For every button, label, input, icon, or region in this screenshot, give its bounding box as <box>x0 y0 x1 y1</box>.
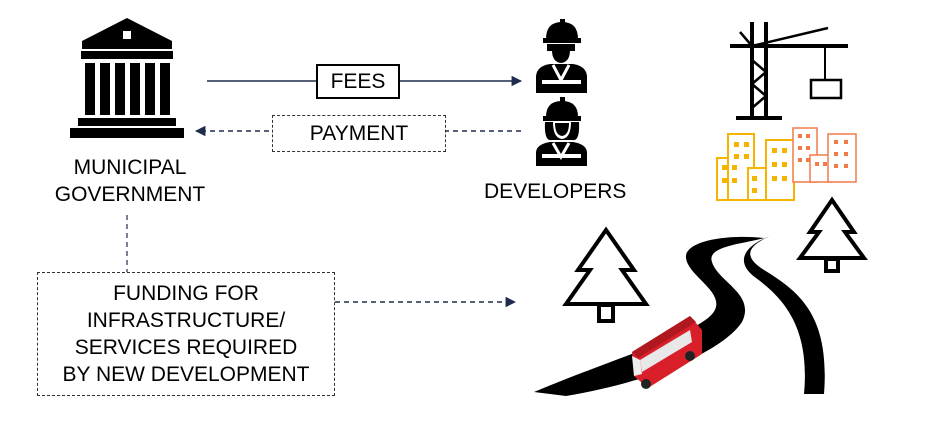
fees-box: FEES <box>316 64 400 99</box>
funding-line: FUNDING FOR <box>113 282 259 305</box>
government-label-line2: GOVERNMENT <box>54 183 206 206</box>
construction-crane-icon <box>730 22 848 120</box>
funding-line: INFRASTRUCTURE/ <box>86 309 286 332</box>
road-icon <box>534 236 764 396</box>
developers-label: DEVELOPERS <box>484 180 627 203</box>
funding-line: BY NEW DEVELOPMENT <box>62 363 310 386</box>
payment-box: PAYMENT <box>272 115 446 152</box>
developer-worker-icon <box>536 97 587 166</box>
funding-line: SERVICES REQUIRED <box>74 336 298 359</box>
developer-worker-icon <box>536 19 587 93</box>
bus-icon <box>632 316 702 389</box>
road-icon <box>743 236 825 394</box>
city-buildings-icon <box>716 127 857 201</box>
government-label: MUNICIPAL GOVERNMENT <box>50 154 210 208</box>
government-label-line1: MUNICIPAL <box>73 156 187 179</box>
pine-tree-icon <box>562 226 650 323</box>
government-building-icon <box>70 18 184 138</box>
funding-box: FUNDING FOR INFRASTRUCTURE/ SERVICES REQ… <box>37 272 335 396</box>
pine-tree-icon <box>796 196 868 273</box>
